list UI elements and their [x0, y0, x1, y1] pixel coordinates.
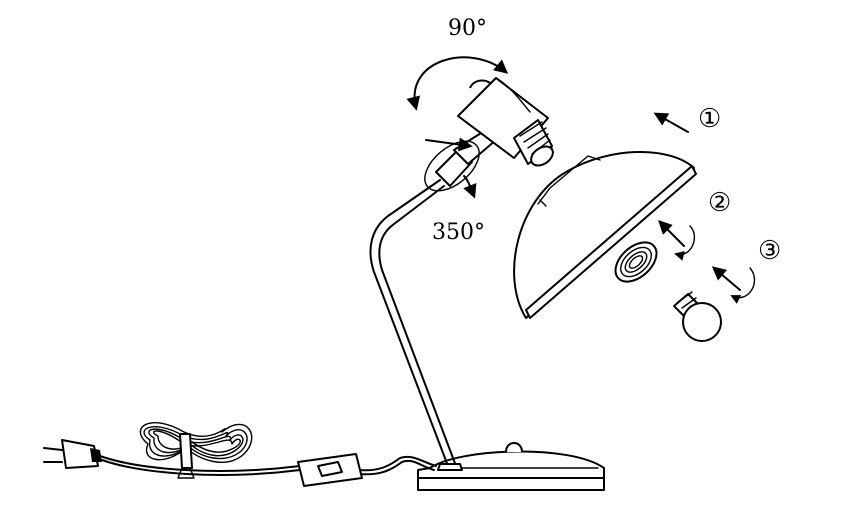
- cord-coil: [139, 422, 253, 479]
- shade-ring: [614, 241, 658, 283]
- step-3-label: ③: [758, 236, 782, 266]
- step-1-label: ①: [698, 104, 722, 134]
- step-2-arrow: [658, 220, 695, 261]
- lamp-shade: [513, 151, 697, 319]
- swivel-joint: [424, 129, 497, 192]
- socket-thread: [513, 119, 554, 167]
- inline-switch: [297, 453, 363, 487]
- tilt-rotation-arrow: [406, 56, 509, 111]
- power-plug: [43, 439, 102, 469]
- light-bulb: [673, 291, 722, 342]
- step-3-arrow: [711, 266, 756, 304]
- lamp-base: [417, 442, 605, 491]
- head-tilt-angle-label: 90°: [448, 16, 487, 41]
- lamp-arm: [369, 179, 463, 471]
- power-cord: [99, 455, 437, 476]
- arm-swivel-angle-label: 350°: [432, 220, 485, 245]
- step-1-arrow: [653, 112, 689, 133]
- swivel-rotation-arrow: [425, 137, 477, 199]
- step-2-label: ②: [708, 188, 732, 218]
